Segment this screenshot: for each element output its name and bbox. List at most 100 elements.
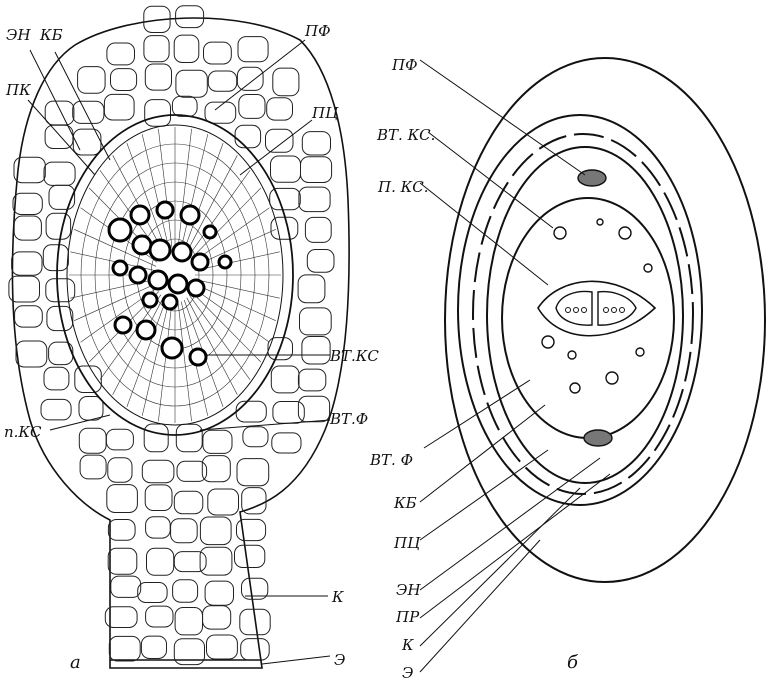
cortex-cell (271, 366, 299, 393)
cortex-cell (45, 101, 74, 125)
cortex-cell (200, 517, 231, 545)
label-b-pf: ПФ (391, 56, 418, 74)
cortex-cell (200, 547, 232, 575)
cortex-cell (174, 35, 199, 62)
xylem-vessel (150, 240, 170, 260)
cortex-cell (271, 156, 301, 182)
xylem-vessel (163, 295, 177, 309)
cortex-cell (171, 519, 198, 543)
cortex-cell (108, 458, 132, 483)
cortex-cell (144, 36, 169, 62)
cortex-cell (147, 548, 174, 575)
cortex-cell (142, 460, 174, 482)
xylem-vessel (190, 349, 206, 365)
cortex-cell (13, 193, 42, 214)
panel-b-letter: б (567, 652, 579, 673)
phloem-top (578, 170, 606, 186)
xylem-vessel (113, 261, 127, 275)
cortex-cell (141, 636, 166, 658)
stele-radial-line (189, 295, 250, 380)
cortex-cell (299, 187, 330, 212)
cortex-cell (144, 424, 168, 452)
panel-a-letter: а (70, 652, 81, 673)
stele-radial-line (127, 143, 166, 250)
cortex-cell (175, 608, 202, 635)
cortex-cell (235, 545, 265, 567)
stele-radial-line (178, 129, 192, 248)
cortex-cell (239, 95, 265, 119)
xylem-vessel (143, 293, 157, 307)
cortex-cell (145, 485, 172, 511)
cortex-cell (203, 606, 231, 629)
xylem-vessel (137, 321, 155, 339)
cortex-cell (111, 576, 141, 597)
cortex-cell (172, 96, 197, 116)
label-b-p-ks: П. КС. (377, 178, 428, 196)
cortex-cell (272, 433, 301, 453)
xylem-vessel (169, 275, 187, 293)
label-b-en: ЭН (396, 581, 421, 599)
stele-radial-line (158, 303, 172, 422)
label-b-k: К (401, 636, 414, 654)
label-a-pk: ПК (5, 81, 31, 99)
cortex-cell (204, 42, 232, 64)
cortex-cell (43, 245, 68, 271)
cortex-cell (173, 580, 198, 603)
cortex-cell (298, 369, 325, 391)
xylem-vessel (204, 226, 216, 238)
label-b-vt-f: ВТ. Ф (369, 451, 413, 469)
xylem-vessel (188, 280, 204, 296)
label-a-vt-ks: ВТ.КС (329, 347, 379, 365)
label-a-pf: ПФ (304, 22, 331, 40)
panel-b-labels: ПФ ВТ. КС. П. КС. ВТ. Ф КБ ПЦ ЭН ПР К Э … (369, 56, 579, 682)
cortex-cell (237, 67, 263, 90)
cortex-cell (235, 125, 261, 147)
cortex-cell (146, 606, 173, 627)
cortex-cell (79, 428, 106, 453)
cortex-cell (174, 491, 203, 513)
cortex-cell (301, 157, 332, 183)
cortex-cell (176, 424, 202, 452)
cortex-cell (107, 43, 135, 65)
cortex-cell (176, 70, 207, 97)
cortex-cell (208, 71, 236, 91)
cortex-cell (298, 396, 329, 422)
cortex-cell (41, 399, 71, 420)
cortex-cell (237, 459, 269, 486)
epidermis-outline (445, 58, 765, 582)
stele-radial-line (158, 129, 172, 248)
label-a-vt-f: ВТ.Ф (329, 410, 368, 428)
cortex-cell (15, 306, 43, 327)
stele-radial-line (195, 279, 280, 298)
label-a-p-ks: п.КС (4, 423, 42, 441)
cortex-cell (106, 429, 133, 450)
cortex-cell (271, 217, 298, 239)
cortex-cell (174, 552, 206, 572)
cortex-cell (14, 216, 41, 240)
label-b-e: Э (402, 664, 413, 682)
cortex-cell (145, 64, 171, 90)
xylem-vessel (173, 243, 191, 261)
xylem-vessel (133, 236, 151, 254)
stele-radial-line (178, 303, 192, 422)
cortex-cell (298, 275, 325, 303)
cortex-cell (108, 548, 137, 574)
xylem-vessel (157, 202, 173, 218)
cortex-cell (267, 98, 293, 120)
endodermis-dashed (473, 134, 693, 494)
cortex-cell (12, 252, 42, 275)
central-dots (566, 308, 625, 313)
xylem-vessel (130, 267, 146, 283)
panel-a-drawing (9, 6, 349, 668)
xylem-vessel (219, 256, 231, 268)
cortex-cell (305, 217, 331, 242)
cortex-cell (208, 489, 239, 515)
label-b-vt-ks: ВТ. КС. (376, 126, 435, 144)
cortex-cell (44, 367, 69, 390)
cortex-cell (266, 129, 294, 152)
cortex-cell (111, 69, 137, 91)
label-a-e: Э (334, 651, 345, 669)
cortex-cell (238, 37, 268, 62)
label-b-pr: ПР (395, 608, 420, 626)
